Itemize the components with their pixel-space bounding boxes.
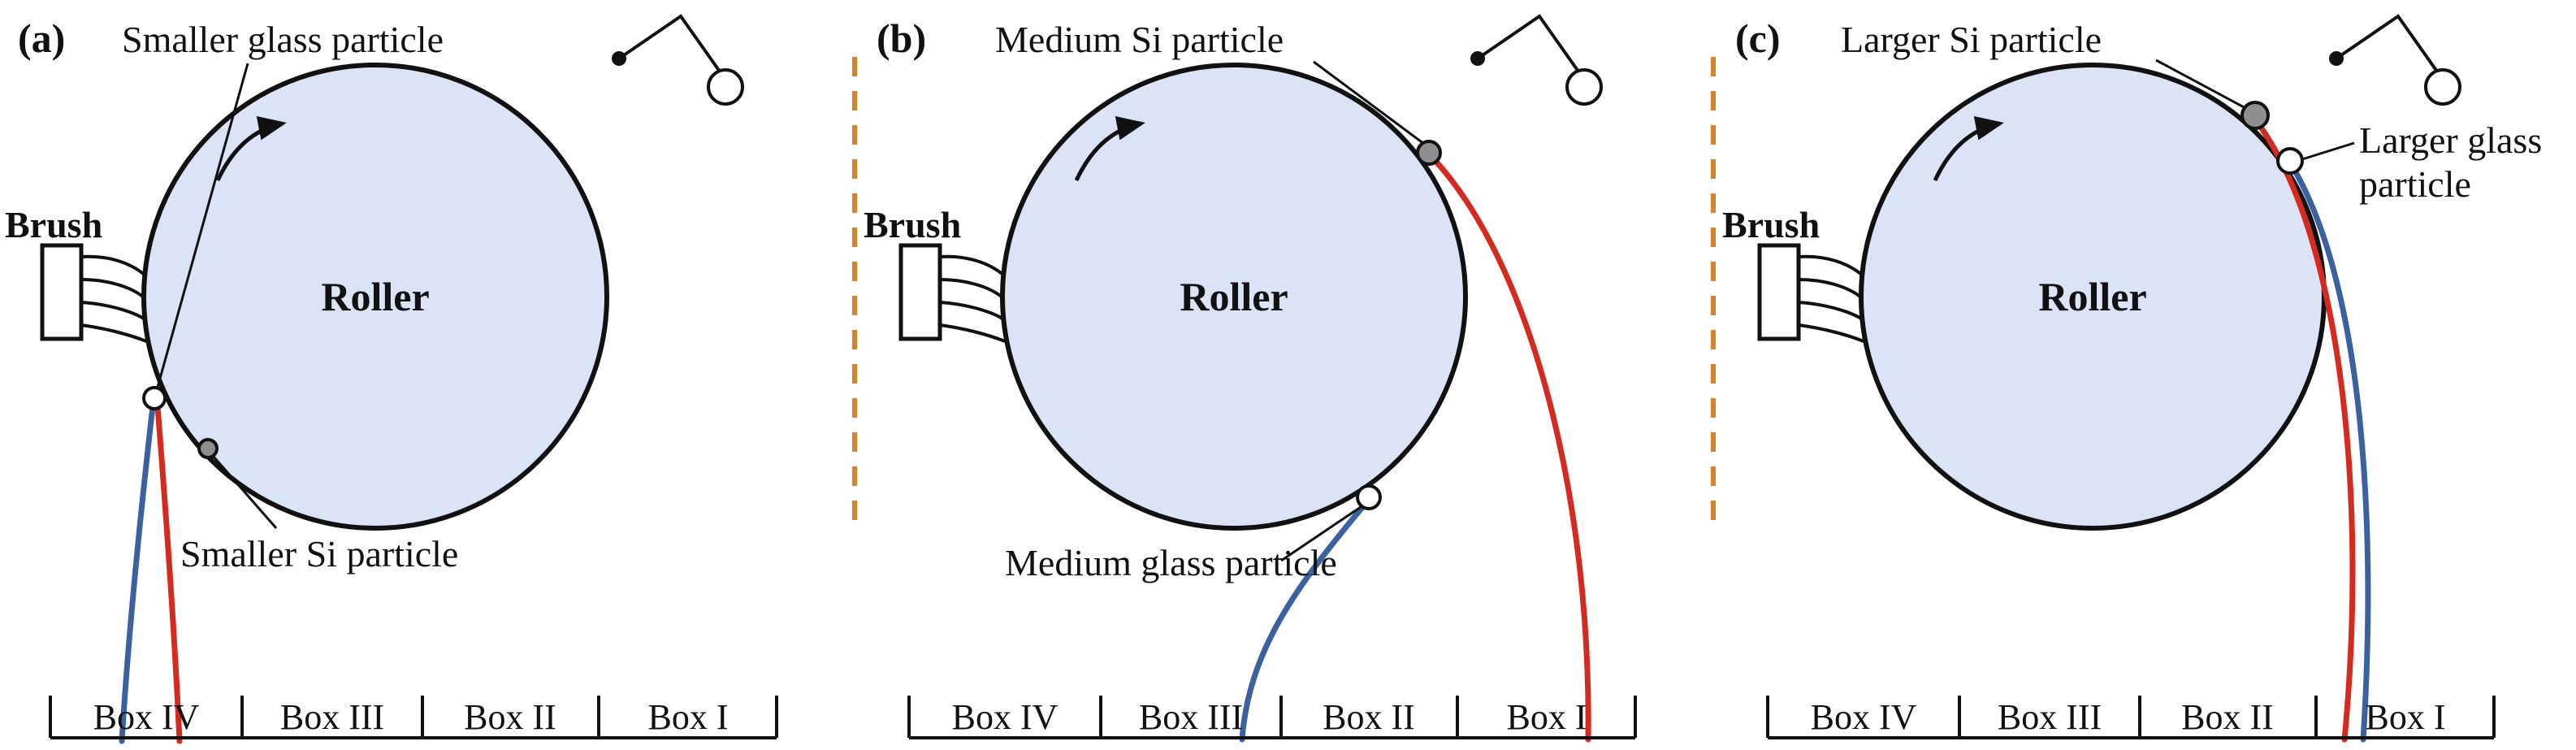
brush-holder — [898, 243, 942, 341]
rotation-arrow-icon — [1933, 115, 2004, 182]
si-particle — [2240, 101, 2270, 130]
brush-bristle — [939, 301, 1004, 320]
brush-bristle — [939, 254, 1007, 278]
glass-trajectory — [1239, 502, 1367, 743]
brush-label: Brush — [5, 204, 102, 245]
panel-tag: (b) — [877, 15, 926, 61]
panel-tag: (a) — [18, 15, 65, 61]
brush-label: Brush — [864, 204, 961, 245]
rotation-arrow-icon — [1074, 115, 1145, 182]
si-trajectory — [1432, 158, 1591, 743]
dispenser-arm — [617, 14, 721, 73]
brush-holder — [1757, 243, 1801, 341]
dispenser-arm — [1476, 14, 1580, 73]
glass-particle — [142, 386, 167, 410]
si-trajectory — [154, 403, 183, 744]
bottom-particle-label: Medium glass particle — [1005, 542, 1337, 583]
leader-line-top — [2155, 59, 2248, 111]
box-label: Box II — [1323, 697, 1415, 737]
dispenser-icon — [2329, 14, 2461, 106]
side-particle-label-line1: Larger glass — [2359, 119, 2542, 161]
brush-icon — [898, 243, 1007, 343]
box-label: Box I — [2366, 697, 2446, 737]
dispenser-nozzle — [2424, 68, 2461, 106]
collection-boxes: Box IV Box III Box II Box I — [49, 696, 778, 739]
brush-bristle — [1798, 323, 1864, 343]
glass-trajectory — [2292, 169, 2371, 743]
brush-bristle — [1798, 301, 1863, 320]
brush-icon — [40, 243, 148, 343]
side-particle-label-line2: particle — [2359, 163, 2471, 205]
panel-b: Roller (b) Medium Si particle Brush Medi… — [864, 14, 1637, 743]
box-label: Box IV — [93, 697, 200, 737]
leader-line-bottom — [212, 456, 278, 529]
roller-label: Roller — [2038, 274, 2146, 319]
box-label: Box II — [2181, 697, 2274, 737]
glass-particle — [1356, 484, 1382, 510]
dispenser-nozzle — [707, 68, 744, 106]
dispenser-pivot — [612, 51, 626, 66]
roller-label: Roller — [321, 274, 429, 319]
panel-c: Roller (c) Larger Si particle Brush Larg… — [1722, 14, 2542, 743]
dispenser-pivot — [2329, 51, 2344, 66]
brush-bristle — [80, 278, 145, 299]
dispenser-icon — [612, 14, 744, 106]
brush-bristle — [80, 301, 145, 320]
bottom-particle-label: Smaller Si particle — [180, 533, 458, 574]
dispenser-arm — [2335, 14, 2439, 73]
box-label: Box IV — [1811, 697, 1917, 737]
brush-bristle — [1798, 254, 1865, 278]
brush-holder — [40, 243, 84, 341]
brush-bristle — [1798, 278, 1863, 299]
top-particle-label: Smaller glass particle — [122, 19, 444, 60]
si-particle — [197, 438, 219, 459]
brush-bristle — [80, 323, 147, 343]
box-label: Box II — [464, 697, 556, 737]
leader-line-top — [155, 63, 249, 391]
dispenser-pivot — [1470, 51, 1485, 66]
box-label: Box III — [280, 697, 384, 737]
leader-line-side — [2301, 141, 2355, 161]
leader-line-top — [1313, 60, 1428, 148]
si-trajectory — [2257, 123, 2356, 743]
si-particle — [1416, 140, 1442, 166]
brush-bristle — [939, 278, 1004, 299]
brush-bristle — [939, 323, 1006, 343]
dispenser-nozzle — [1565, 68, 1603, 106]
glass-particle — [2276, 147, 2304, 175]
glass-trajectory — [119, 403, 156, 744]
box-label: Box I — [1507, 697, 1587, 737]
box-label: Box III — [1998, 697, 2102, 737]
panel-tag: (c) — [1735, 15, 1781, 61]
top-particle-label: Larger Si particle — [1841, 19, 2102, 60]
top-particle-label: Medium Si particle — [995, 19, 1284, 60]
rotation-arrow-icon — [215, 115, 287, 182]
box-label: Box I — [648, 697, 729, 737]
collection-boxes: Box IV Box III Box II Box I — [1766, 696, 2496, 739]
collection-boxes: Box IV Box III Box II Box I — [907, 696, 1637, 739]
brush-bristle — [80, 254, 148, 278]
brush-icon — [1757, 243, 1865, 343]
roller-label: Roller — [1180, 274, 1288, 319]
leader-line-bottom — [1280, 505, 1362, 562]
box-label: Box IV — [952, 697, 1059, 737]
brush-label: Brush — [1722, 204, 1820, 245]
dispenser-icon — [1470, 14, 1603, 106]
panel-a: Roller (a) Smaller glass particle Brush … — [5, 14, 778, 744]
box-label: Box III — [1139, 697, 1243, 737]
